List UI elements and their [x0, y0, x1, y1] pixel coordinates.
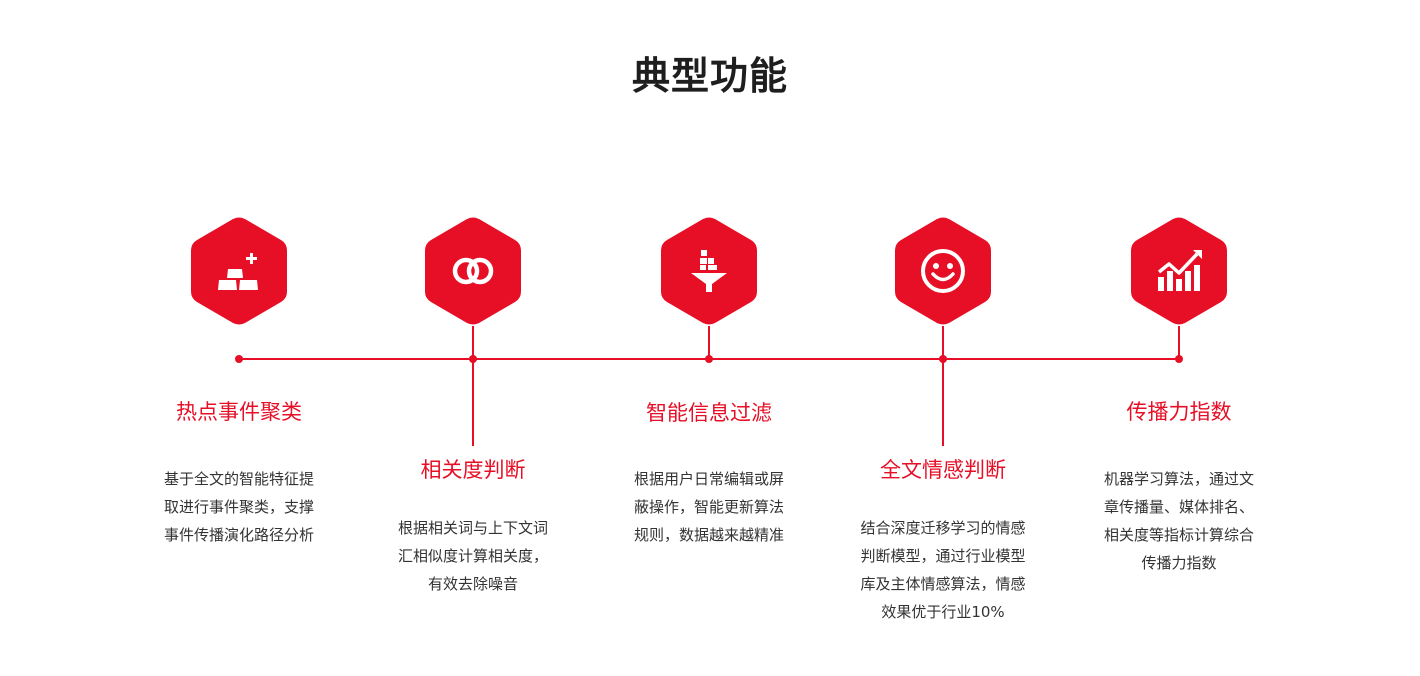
description-line: 有效去除噪音	[427, 575, 518, 593]
timeline-dot	[235, 355, 243, 363]
feature-title: 相关度判断	[420, 458, 526, 482]
smiley-face-icon	[921, 249, 965, 293]
description-line: 传播力指数	[1141, 554, 1217, 572]
connector-line	[708, 326, 710, 358]
gold-bars-plus-icon	[218, 253, 258, 290]
feature-propagation-index: 传播力指数 机器学习算法，通过文 章传播量、媒体排名、 相关度等指标计算综合 传…	[1059, 0, 1299, 676]
feature-sentiment-judgment: 全文情感判断 结合深度迁移学习的情感 判断模型，通过行业模型 库及主体情感算法，…	[823, 0, 1063, 676]
feature-info-filtering: 智能信息过滤 根据用户日常编辑或屏 蔽操作，智能更新算法 规则，数据越来越精准	[589, 0, 829, 676]
timeline-dot	[469, 355, 477, 363]
description-line: 章传播量、媒体排名、	[1103, 498, 1254, 516]
description-line: 根据相关词与上下文词	[397, 519, 548, 537]
connector-line	[942, 326, 944, 446]
feature-description: 根据相关词与上下文词 汇相似度计算相关度， 有效去除噪音	[381, 514, 565, 598]
funnel-filter-icon	[691, 250, 727, 292]
description-line: 根据用户日常编辑或屏	[633, 470, 784, 488]
timeline-dot	[705, 355, 713, 363]
timeline-dot	[939, 355, 947, 363]
feature-description: 机器学习算法，通过文 章传播量、媒体排名、 相关度等指标计算综合 传播力指数	[1087, 465, 1271, 577]
description-line: 事件传播演化路径分析	[163, 526, 314, 544]
feature-relevance-judgment: 相关度判断 根据相关词与上下文词 汇相似度计算相关度， 有效去除噪音	[353, 0, 593, 676]
hexagon-shape	[895, 217, 991, 325]
hex-badge	[895, 216, 991, 326]
description-line: 结合深度迁移学习的情感	[860, 519, 1026, 537]
description-line: 蔽操作，智能更新算法	[633, 498, 784, 516]
growth-chart-icon	[1157, 250, 1202, 291]
hexagon-shape	[425, 217, 521, 325]
feature-title: 智能信息过滤	[646, 401, 772, 425]
description-line: 规则，数据越来越精准	[633, 526, 784, 544]
feature-description: 根据用户日常编辑或屏 蔽操作，智能更新算法 规则，数据越来越精准	[617, 465, 801, 549]
hex-badge	[425, 216, 521, 326]
feature-hotspot-clustering: 热点事件聚类 基于全文的智能特征提 取进行事件聚类，支撑 事件传播演化路径分析	[119, 0, 359, 676]
interlinked-rings-icon	[452, 257, 494, 285]
hex-badge	[191, 216, 287, 326]
timeline-dot	[1175, 355, 1183, 363]
feature-description: 结合深度迁移学习的情感 判断模型，通过行业模型 库及主体情感算法，情感 效果优于…	[851, 514, 1035, 626]
hex-badge	[661, 216, 757, 326]
description-line: 效果优于行业10%	[881, 603, 1005, 621]
connector-line	[472, 326, 474, 446]
page-title: 典型功能	[631, 54, 788, 98]
description-line: 基于全文的智能特征提	[163, 470, 314, 488]
feature-title: 传播力指数	[1126, 400, 1232, 424]
feature-description: 基于全文的智能特征提 取进行事件聚类，支撑 事件传播演化路径分析	[147, 465, 331, 549]
feature-title: 热点事件聚类	[176, 400, 302, 424]
description-line: 汇相似度计算相关度，	[397, 547, 548, 565]
description-line: 判断模型，通过行业模型	[860, 547, 1026, 565]
description-line: 取进行事件聚类，支撑	[163, 498, 314, 516]
description-line: 相关度等指标计算综合	[1103, 526, 1254, 544]
description-line: 库及主体情感算法，情感	[860, 575, 1026, 593]
hex-badge	[1131, 216, 1227, 326]
feature-title: 全文情感判断	[880, 458, 1006, 482]
connector-line	[1178, 326, 1180, 358]
hexagon-shape	[661, 217, 757, 325]
description-line: 机器学习算法，通过文	[1103, 470, 1254, 488]
